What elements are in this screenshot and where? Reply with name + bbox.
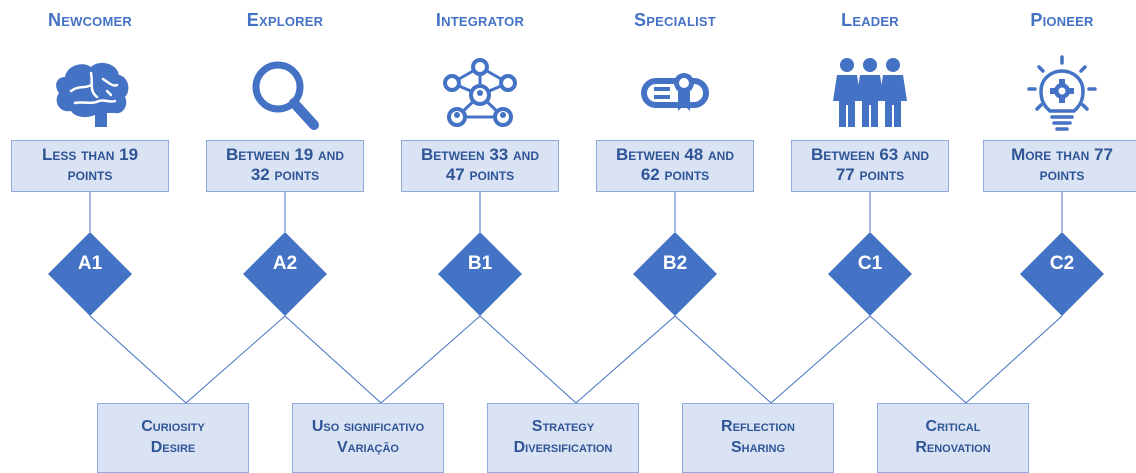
- score-line: Between 33 and: [421, 145, 539, 164]
- strategy-box-strategy: Strategy Diversification: [487, 403, 639, 473]
- network-icon: [443, 58, 517, 127]
- diamond-label-a1: A1: [77, 253, 103, 274]
- score-line: Between 63 and: [811, 145, 929, 164]
- score-line: points: [67, 165, 113, 184]
- score-line: 47 points: [445, 165, 515, 184]
- diamond-a1: [48, 232, 132, 316]
- strategy-line: Strategy: [531, 418, 595, 435]
- score-line: More than 77: [1011, 145, 1113, 164]
- diamond-c1: [828, 232, 912, 316]
- diamond-a2: [243, 232, 327, 316]
- score-line: points: [1039, 165, 1085, 184]
- score-box-explorer: Between 19 and 32 points: [206, 140, 364, 192]
- score-box-pioneer: More than 77 points: [983, 140, 1136, 192]
- strategy-box-uso: Uso significativo Variação: [292, 403, 444, 473]
- score-line: 77 points: [835, 165, 905, 184]
- strategy-line: Sharing: [730, 439, 786, 456]
- magnifier-icon: [252, 61, 319, 130]
- strategy-line: Uso significativo: [311, 418, 425, 435]
- strategy-box-critical: Critical Renovation: [877, 403, 1029, 473]
- level-title-specialist: Specialist: [634, 10, 716, 30]
- diamond-b1: [438, 232, 522, 316]
- strategy-line: Critical: [925, 418, 981, 435]
- strategy-box-reflection: Reflection Sharing: [682, 403, 834, 473]
- strategy-box-curiosity: Curiosity Desire: [97, 403, 249, 473]
- diamond-label-c2: C2: [1049, 253, 1075, 274]
- score-line: Between 19 and: [226, 145, 344, 164]
- strategy-line: Variação: [336, 439, 399, 456]
- strategy-line: Curiosity: [141, 418, 205, 435]
- level-title-explorer: Explorer: [246, 10, 324, 30]
- level-title-pioneer: Pioneer: [1030, 10, 1094, 30]
- score-box-leader: Between 63 and 77 points: [791, 140, 949, 192]
- score-box-newcomer: Less than 19 points: [11, 140, 169, 192]
- diamond-label-b2: B2: [662, 253, 688, 274]
- diploma-icon: [641, 73, 709, 111]
- lightbulb-icon: [1027, 55, 1097, 131]
- level-title-integrator: Integrator: [435, 10, 525, 30]
- score-line: Less than 19: [41, 145, 139, 164]
- group-icon: [833, 58, 907, 127]
- score-line: 32 points: [250, 165, 320, 184]
- brain-icon: [56, 62, 129, 128]
- score-box-integrator: Between 33 and 47 points: [401, 140, 559, 192]
- strategy-line: Diversification: [513, 439, 613, 456]
- score-line: Between 48 and: [616, 145, 734, 164]
- score-line: 62 points: [640, 165, 710, 184]
- diamond-label-c1: C1: [857, 253, 883, 274]
- level-title-leader: Leader: [841, 10, 899, 30]
- strategy-line: Reflection: [721, 418, 795, 435]
- diamond-label-a2: A2: [272, 253, 298, 274]
- score-box-specialist: Between 48 and 62 points: [596, 140, 754, 192]
- diamond-c2: [1020, 232, 1104, 316]
- level-title-newcomer: Newcomer: [48, 10, 132, 30]
- diamond-label-b1: B1: [467, 253, 493, 274]
- strategy-line: Desire: [150, 439, 196, 456]
- strategy-line: Renovation: [915, 439, 991, 456]
- diamond-b2: [633, 232, 717, 316]
